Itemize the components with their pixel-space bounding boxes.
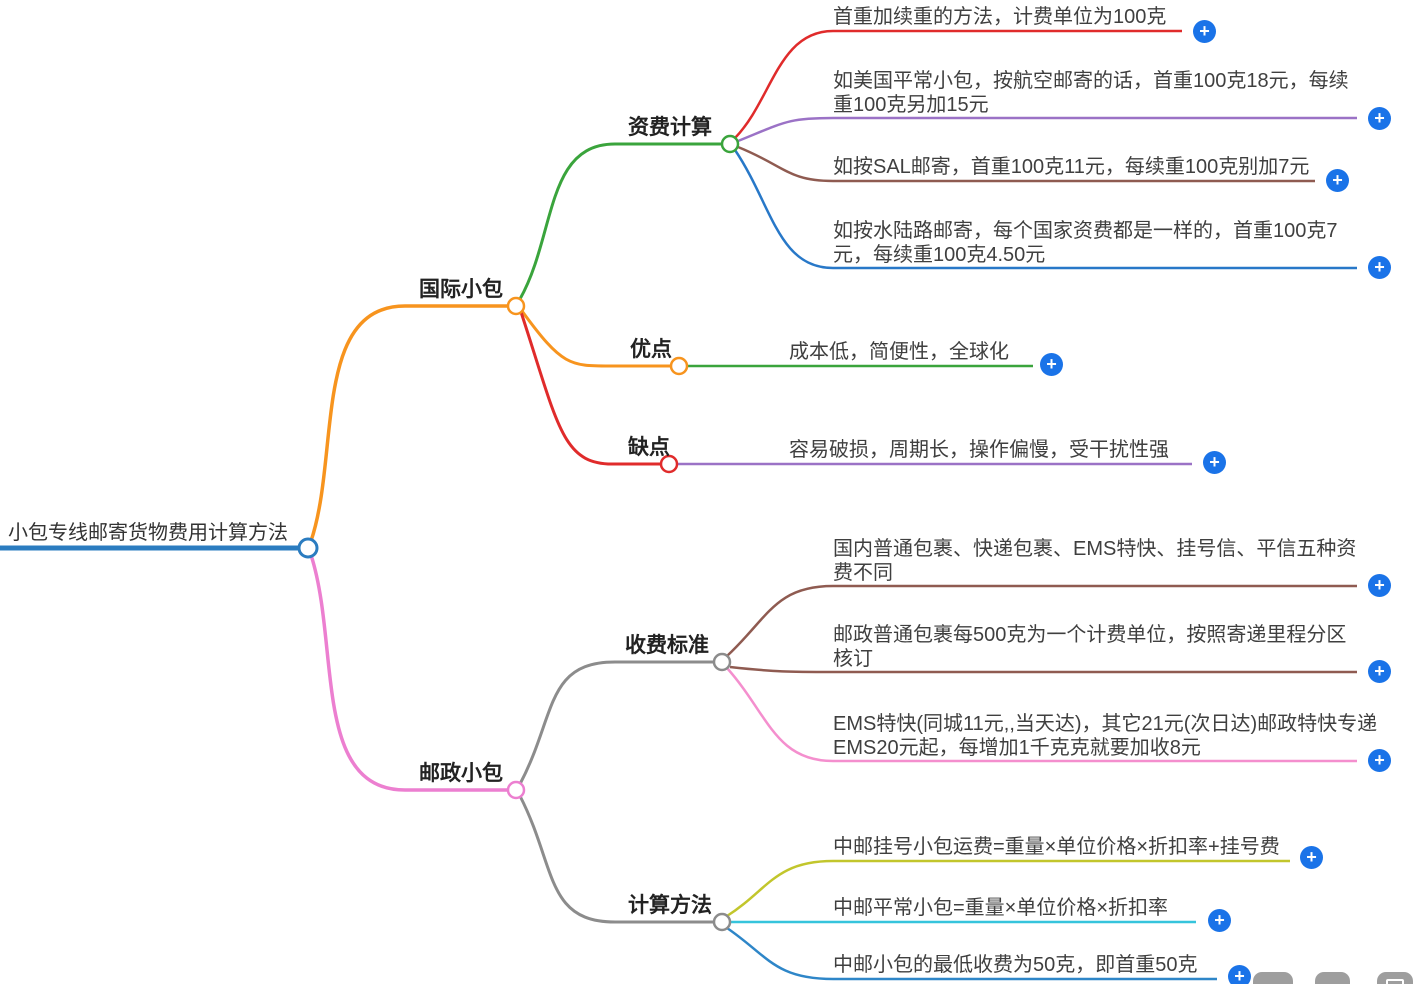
node-label-intl[interactable]: 国际小包 bbox=[419, 278, 503, 301]
leaf-label-fee4[interactable]: 如按水陆路邮寄，每个国家资费都是一样的，首重100克7元，每续重100克4.50… bbox=[833, 220, 1338, 266]
add-child-button-m1[interactable]: + bbox=[1300, 846, 1323, 869]
leaf-label-m1[interactable]: 中邮挂号小包运费=重量×单位价格×折扣率+挂号费 bbox=[833, 836, 1280, 858]
leaf-label-std1[interactable]: 国内普通包裹、快递包裹、EMS特快、挂号信、平信五种资费不同 bbox=[833, 538, 1357, 584]
connector-intl-pros bbox=[520, 310, 671, 368]
add-child-button-fee3[interactable]: + bbox=[1326, 169, 1349, 192]
leaf-label-pros1[interactable]: 成本低，简便性，全球化 bbox=[789, 341, 1009, 363]
connector-method-leaf3 bbox=[726, 926, 1217, 981]
node-label-postal[interactable]: 邮政小包 bbox=[419, 762, 503, 785]
node-label-method[interactable]: 计算方法 bbox=[628, 894, 712, 917]
cons-node-toggle[interactable] bbox=[659, 454, 679, 474]
node-label-fee[interactable]: 资费计算 bbox=[628, 116, 712, 139]
connector-root-intl bbox=[309, 304, 508, 542]
add-child-button-m2[interactable]: + bbox=[1208, 909, 1231, 932]
leaf-label-std2[interactable]: 邮政普通包裹每500克为一个计费单位，按照寄递里程分区核订 bbox=[833, 624, 1347, 670]
leaf-label-m3[interactable]: 中邮小包的最低收费为50克，即首重50克 bbox=[833, 954, 1198, 976]
connector-fee-leaf1 bbox=[734, 29, 1182, 139]
leaf-label-cons1[interactable]: 容易破损，周期长，操作偏慢，受干扰性强 bbox=[789, 439, 1169, 461]
connector-method-leaf1 bbox=[726, 859, 1290, 918]
root-node-label[interactable]: 小包专线邮寄货物费用计算方法 bbox=[8, 522, 288, 544]
connector-intl-cons bbox=[519, 311, 661, 466]
leaf-label-m2[interactable]: 中邮平常小包=重量×单位价格×折扣率 bbox=[833, 897, 1169, 919]
connector-root-postal bbox=[309, 554, 508, 792]
connector-fee-leaf4 bbox=[733, 149, 1357, 270]
node-label-pros[interactable]: 优点 bbox=[630, 338, 672, 361]
add-child-button-fee4[interactable]: + bbox=[1368, 256, 1391, 279]
connector-fee-leaf3 bbox=[737, 145, 1315, 183]
fee-node-toggle[interactable] bbox=[720, 134, 740, 154]
add-child-button-fee1[interactable]: + bbox=[1193, 20, 1216, 43]
toolbar-button-1[interactable] bbox=[1253, 972, 1293, 984]
node-label-cons[interactable]: 缺点 bbox=[628, 436, 670, 459]
add-child-button-cons1[interactable]: + bbox=[1203, 451, 1226, 474]
add-child-button-std1[interactable]: + bbox=[1368, 574, 1391, 597]
connector-fee-leaf2 bbox=[737, 116, 1357, 143]
fullscreen-icon bbox=[1386, 979, 1404, 984]
connector-postal-standard bbox=[518, 660, 714, 785]
connector-intl-fee bbox=[518, 142, 722, 300]
add-child-button-std3[interactable]: + bbox=[1368, 749, 1391, 772]
intl-node-toggle[interactable] bbox=[506, 296, 526, 316]
add-child-button-fee2[interactable]: + bbox=[1368, 107, 1391, 130]
node-label-standard[interactable]: 收费标准 bbox=[625, 634, 709, 657]
root-node-toggle[interactable] bbox=[297, 537, 319, 559]
connector-standard-leaf1 bbox=[726, 584, 1357, 657]
postal-node-toggle[interactable] bbox=[506, 780, 526, 800]
fullscreen-button[interactable] bbox=[1377, 972, 1413, 984]
standard-node-toggle[interactable] bbox=[712, 652, 732, 672]
leaf-label-fee3[interactable]: 如按SAL邮寄，首重100克11元，每续重100克别加7元 bbox=[833, 156, 1310, 178]
leaf-label-fee1[interactable]: 首重加续重的方法，计费单位为100克 bbox=[833, 6, 1167, 28]
connector-standard-leaf2 bbox=[729, 665, 1357, 674]
leaf-label-fee2[interactable]: 如美国平常小包，按航空邮寄的话，首重100克18元，每续重100克另加15元 bbox=[833, 70, 1349, 116]
method-node-toggle[interactable] bbox=[712, 912, 732, 932]
leaf-label-std3[interactable]: EMS特快(同城11元,,当天达)，其它21元(次日达)邮政特快专递EMS20元… bbox=[833, 713, 1378, 759]
add-child-button-std2[interactable]: + bbox=[1368, 660, 1391, 683]
add-child-button-pros1[interactable]: + bbox=[1040, 353, 1063, 376]
connector-standard-leaf3 bbox=[726, 667, 1357, 763]
pros-node-toggle[interactable] bbox=[669, 356, 689, 376]
toolbar-button-2[interactable] bbox=[1315, 972, 1350, 984]
add-child-button-m3[interactable]: + bbox=[1228, 965, 1251, 984]
connector-postal-method bbox=[518, 795, 714, 924]
